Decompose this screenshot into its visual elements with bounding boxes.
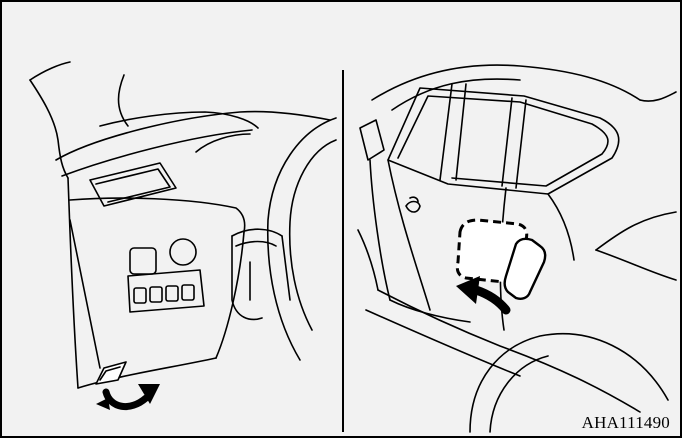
- figure-code-label: AHA111490: [582, 413, 670, 433]
